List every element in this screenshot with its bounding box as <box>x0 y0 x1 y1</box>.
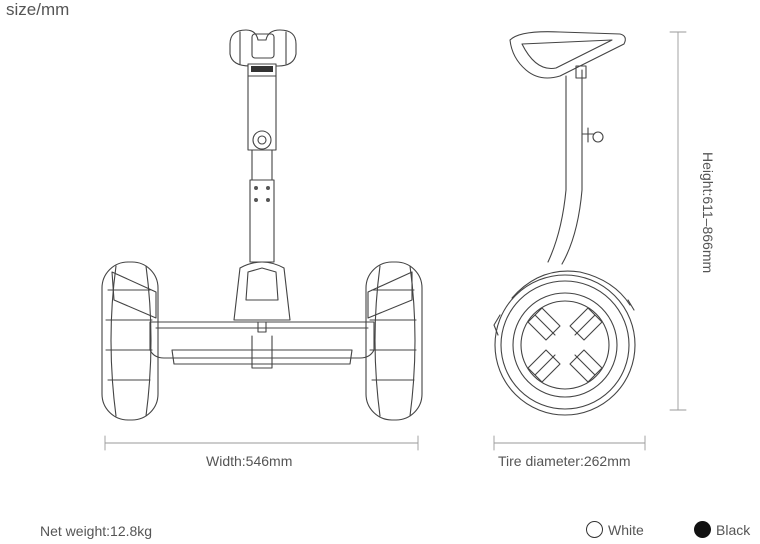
dimension-lines <box>104 31 687 451</box>
front-right-wheel <box>365 261 423 421</box>
color-swatch-black[interactable] <box>694 521 711 538</box>
side-view <box>493 31 636 416</box>
color-swatch-white[interactable] <box>586 521 603 538</box>
width-dimension-label: Width:546mm <box>206 453 293 469</box>
color-label-white: White <box>608 522 644 538</box>
tire-diameter-label: Tire diameter:262mm <box>498 453 631 469</box>
front-left-wheel <box>101 261 159 421</box>
front-view <box>101 29 423 421</box>
height-dimension-label: Height:611–866mm <box>700 152 716 274</box>
size-unit-label: size/mm <box>6 0 70 19</box>
knee-bar <box>229 29 297 77</box>
side-wheel <box>493 270 636 416</box>
net-weight-label: Net weight:12.8kg <box>40 523 153 539</box>
color-label-black: Black <box>716 522 751 538</box>
